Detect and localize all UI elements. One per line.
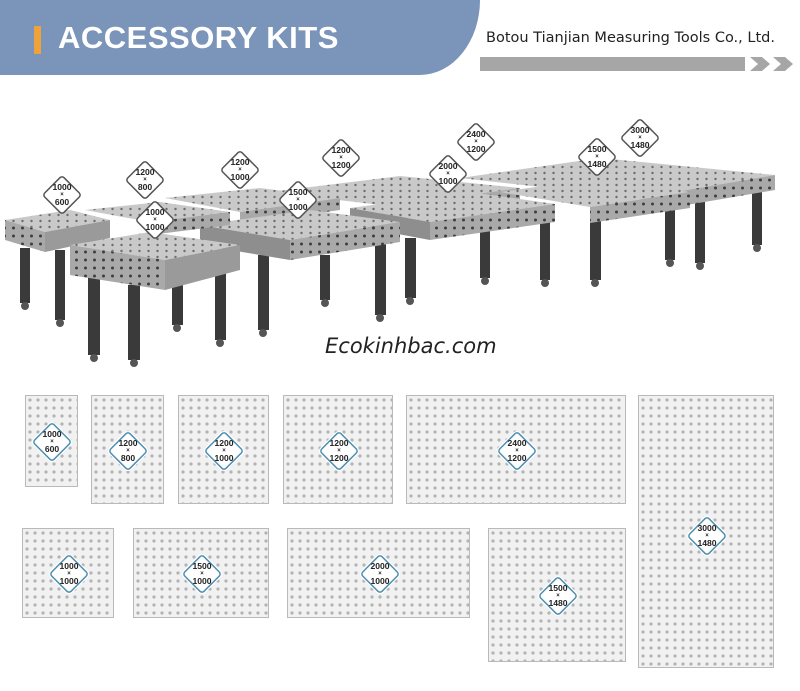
scene-label: 1200×1000 xyxy=(219,149,261,191)
scene-label: 1500×1000 xyxy=(277,179,319,221)
scene-label: 1500×1480 xyxy=(576,136,618,178)
plate-label: 2000×1000 xyxy=(359,553,401,595)
page-title: ACCESSORY KITS xyxy=(58,20,339,55)
chevron-right-icon xyxy=(750,57,770,71)
plate-1000x600: 1000×600 xyxy=(25,395,78,487)
plate-label: 1000×1000 xyxy=(48,553,90,595)
scene-label: 1000×1000 xyxy=(134,199,176,241)
plate-label: 3000×1480 xyxy=(686,515,728,557)
plate-2400x1200: 2400×1200 xyxy=(406,395,626,504)
watermark: Ecokinhbac.com xyxy=(325,334,497,358)
header-stripe xyxy=(480,57,793,71)
scene-label: 2400×1200 xyxy=(455,121,497,163)
scene-label: 1200×800 xyxy=(124,159,166,201)
scene-label: 3000×1480 xyxy=(619,117,661,159)
plate-1200x800: 1200×800 xyxy=(91,395,164,504)
plate-1200x1200: 1200×1200 xyxy=(283,395,393,504)
plate-label: 1200×1000 xyxy=(203,430,245,472)
scene-label: 1000×600 xyxy=(41,174,83,216)
plate-label: 1500×1000 xyxy=(181,553,223,595)
plate-label: 1200×800 xyxy=(107,430,149,472)
plate-1500x1480: 1500×1480 xyxy=(488,528,626,662)
plate-2000x1000: 2000×1000 xyxy=(287,528,470,618)
table-assembly-illustration xyxy=(5,158,775,367)
table-legs xyxy=(20,185,762,367)
plate-1000x1000: 1000×1000 xyxy=(22,528,114,618)
scene-label: 2000×1000 xyxy=(427,153,469,195)
plate-label: 1500×1480 xyxy=(537,575,579,617)
plate-label: 1000×600 xyxy=(31,421,73,463)
plate-label: 2400×1200 xyxy=(496,430,538,472)
company-name: Botou Tianjian Measuring Tools Co., Ltd. xyxy=(486,30,775,46)
table-tops xyxy=(5,158,775,290)
plate-label: 1200×1200 xyxy=(318,430,360,472)
scene-label: 1200×1200 xyxy=(320,137,362,179)
title-accent-bar xyxy=(34,26,41,54)
header-banner xyxy=(0,0,480,75)
chevron-right-icon xyxy=(773,57,793,71)
plate-1500x1000: 1500×1000 xyxy=(133,528,269,618)
plate-3000x1480: 3000×1480 xyxy=(638,395,774,668)
plate-1200x1000: 1200×1000 xyxy=(178,395,269,504)
